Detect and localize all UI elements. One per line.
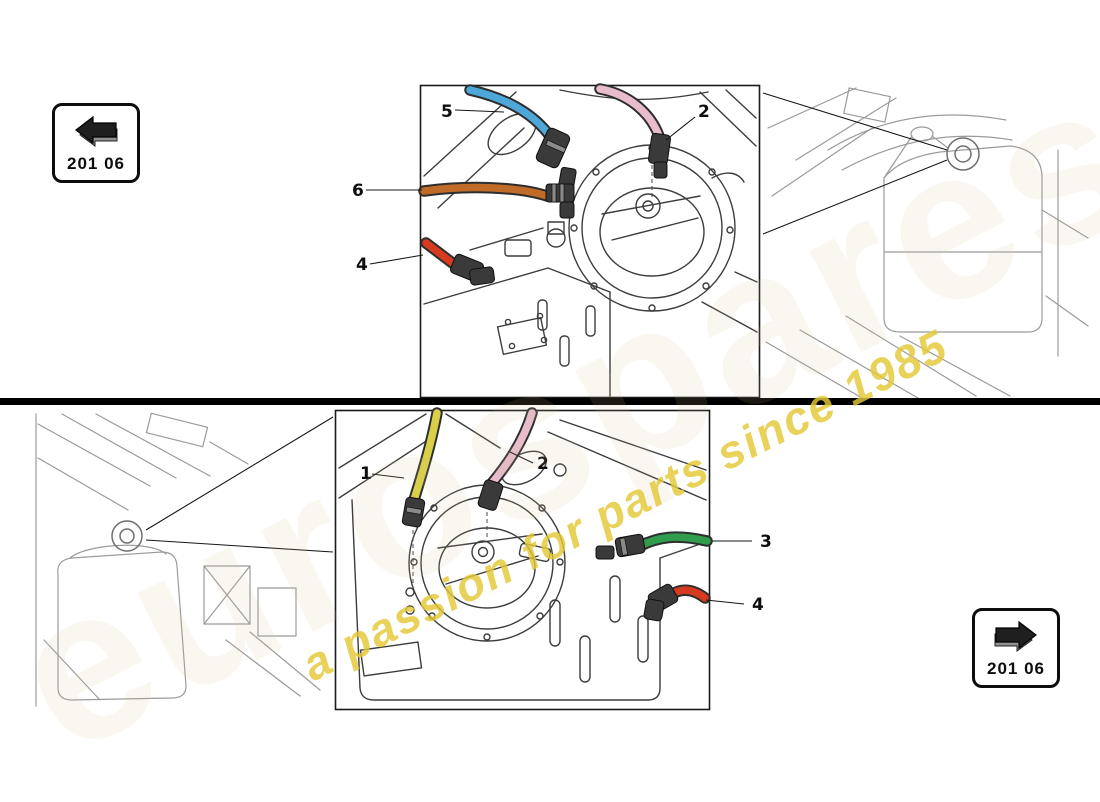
bottom-callouts: 1 2 3 4 — [360, 451, 772, 615]
bottom-left-context-view — [35, 412, 334, 707]
hose-yellow — [408, 407, 443, 506]
zoom-leader-line — [762, 92, 948, 151]
top-inset-diagram: 5 2 6 4 — [352, 83, 761, 399]
top-right-context-view — [762, 87, 1089, 399]
callout-1: 1 — [360, 464, 372, 484]
callout-3: 3 — [760, 532, 772, 552]
zoom-leader-line — [145, 416, 334, 531]
callout-4-bottom: 4 — [752, 595, 764, 615]
section-code: 201 06 — [987, 659, 1045, 678]
callout-6: 6 — [352, 181, 364, 201]
hose-green — [634, 531, 713, 552]
top-inset-bodywork — [423, 89, 758, 397]
pump-location-marker-top — [946, 137, 980, 171]
arrow-right-icon — [994, 620, 1037, 652]
pump-location-marker-bottom — [111, 520, 143, 552]
section-badge-bottom-right[interactable]: 201 06 — [972, 608, 1060, 688]
section-code: 201 06 — [67, 154, 125, 173]
top-callouts: 5 2 6 4 — [352, 102, 710, 275]
section-badge-top-left[interactable]: 201 06 — [52, 103, 140, 183]
hose-fittings-bottom — [401, 479, 679, 622]
arrow-left-icon — [75, 115, 118, 147]
callout-4-top: 4 — [356, 255, 368, 275]
hose-pink-top — [594, 83, 665, 142]
zoom-leader-line — [145, 539, 334, 553]
hose-pink-bottom — [486, 407, 538, 489]
callout-5: 5 — [441, 102, 453, 122]
hose-fittings-top — [450, 127, 671, 286]
section-divider — [0, 398, 1100, 405]
callout-2-top: 2 — [698, 102, 710, 122]
hose-blue — [464, 84, 556, 142]
hose-orange — [418, 181, 553, 202]
bottom-inset-bodywork — [338, 413, 707, 701]
bottom-inset-diagram: 1 2 3 4 — [334, 407, 772, 711]
zoom-leader-line — [762, 159, 948, 235]
callout-2-bottom: 2 — [537, 454, 549, 474]
